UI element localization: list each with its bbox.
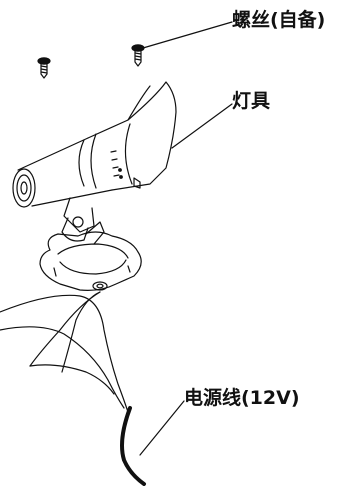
screw-right — [131, 44, 145, 67]
label-power-cable: 电源线(12V) — [184, 389, 300, 408]
power-cable — [0, 291, 129, 413]
swivel-joint — [61, 197, 105, 245]
screw-left — [37, 57, 51, 79]
label-power-cable-text: 电源线(12 — [184, 387, 277, 409]
label-screws: 螺丝(自备) — [232, 9, 326, 31]
mounting-base — [39, 231, 142, 291]
lamp-body — [12, 81, 177, 208]
leader-line-screws — [142, 21, 233, 49]
label-power-cable-close: ) — [290, 387, 300, 409]
leader-line-lamp — [171, 103, 233, 149]
cable-end — [120, 406, 146, 486]
label-power-cable-unit: V — [276, 387, 291, 409]
leader-line-cable — [139, 400, 185, 456]
label-lamp: 灯具 — [232, 90, 271, 112]
